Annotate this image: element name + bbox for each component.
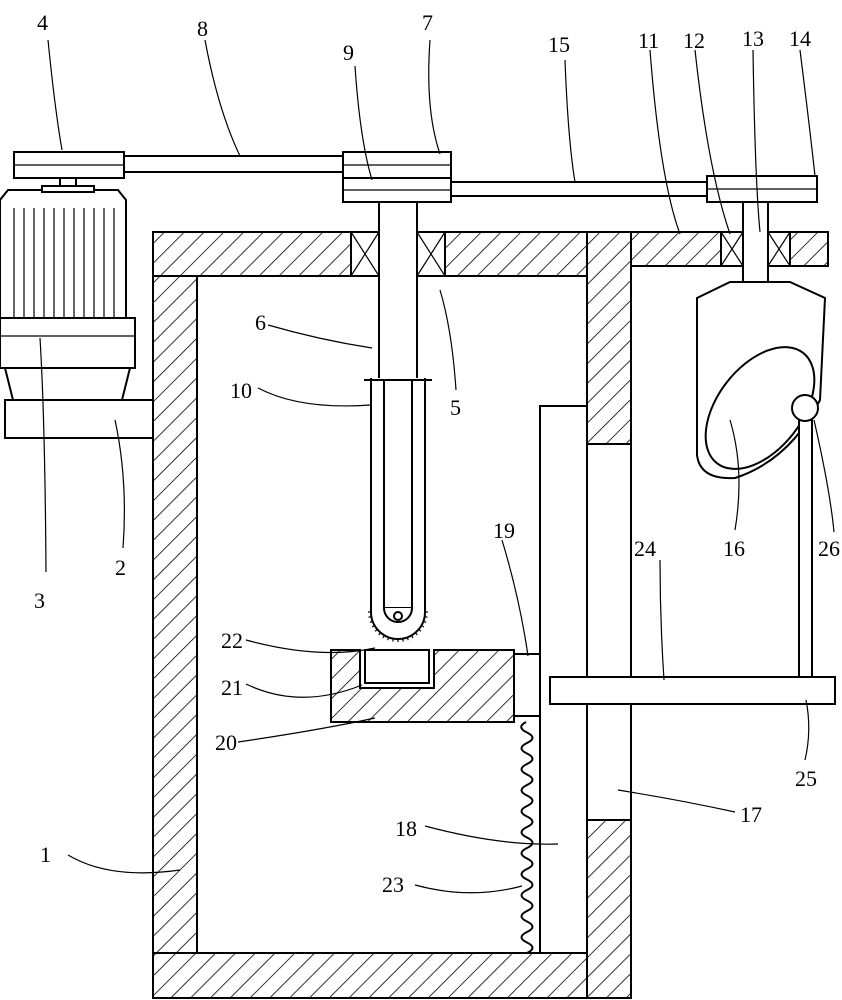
label-5: 5 <box>450 395 461 420</box>
vertical-rod <box>798 419 813 678</box>
label-3: 3 <box>34 588 45 613</box>
label-20: 20 <box>215 730 237 755</box>
label-2: 2 <box>115 555 126 580</box>
leader-lines <box>39 39 835 894</box>
center-shaft <box>378 201 418 381</box>
label-13: 13 <box>742 26 764 51</box>
brush <box>364 378 432 648</box>
label-11: 11 <box>638 28 659 53</box>
label-19: 19 <box>493 518 515 543</box>
label-15: 15 <box>548 32 570 57</box>
label-16: 16 <box>723 536 745 561</box>
bearing-center <box>350 231 446 277</box>
label-26: 26 <box>818 536 840 561</box>
label-17: 17 <box>740 802 762 827</box>
wall-slot <box>586 443 632 821</box>
label-14: 14 <box>789 26 811 51</box>
pulley-motor <box>13 151 125 179</box>
label-1: 1 <box>40 842 51 867</box>
label-8: 8 <box>197 16 208 41</box>
push-rod <box>549 676 836 705</box>
cam <box>696 281 827 480</box>
ball <box>791 394 819 422</box>
belt-upper <box>123 155 345 173</box>
label-4: 4 <box>37 10 48 35</box>
label-22: 22 <box>221 628 243 653</box>
spring <box>520 721 534 954</box>
label-21: 21 <box>221 675 243 700</box>
motor <box>0 175 136 401</box>
label-25: 25 <box>795 766 817 791</box>
slider-block <box>330 649 515 723</box>
label-18: 18 <box>395 816 417 841</box>
part-labels: 4 8 7 9 15 11 12 13 14 6 10 5 19 24 16 2… <box>34 10 840 897</box>
shaft-right <box>742 201 769 283</box>
label-23: 23 <box>382 872 404 897</box>
pulley-center-lower <box>342 177 452 203</box>
motor-mount <box>4 399 154 439</box>
label-10: 10 <box>230 378 252 403</box>
label-7: 7 <box>422 10 433 35</box>
label-12: 12 <box>683 28 705 53</box>
pulley-center-upper <box>342 151 452 179</box>
label-6: 6 <box>255 310 266 335</box>
pulley-right <box>706 175 818 203</box>
label-24: 24 <box>634 536 656 561</box>
label-9: 9 <box>343 40 354 65</box>
